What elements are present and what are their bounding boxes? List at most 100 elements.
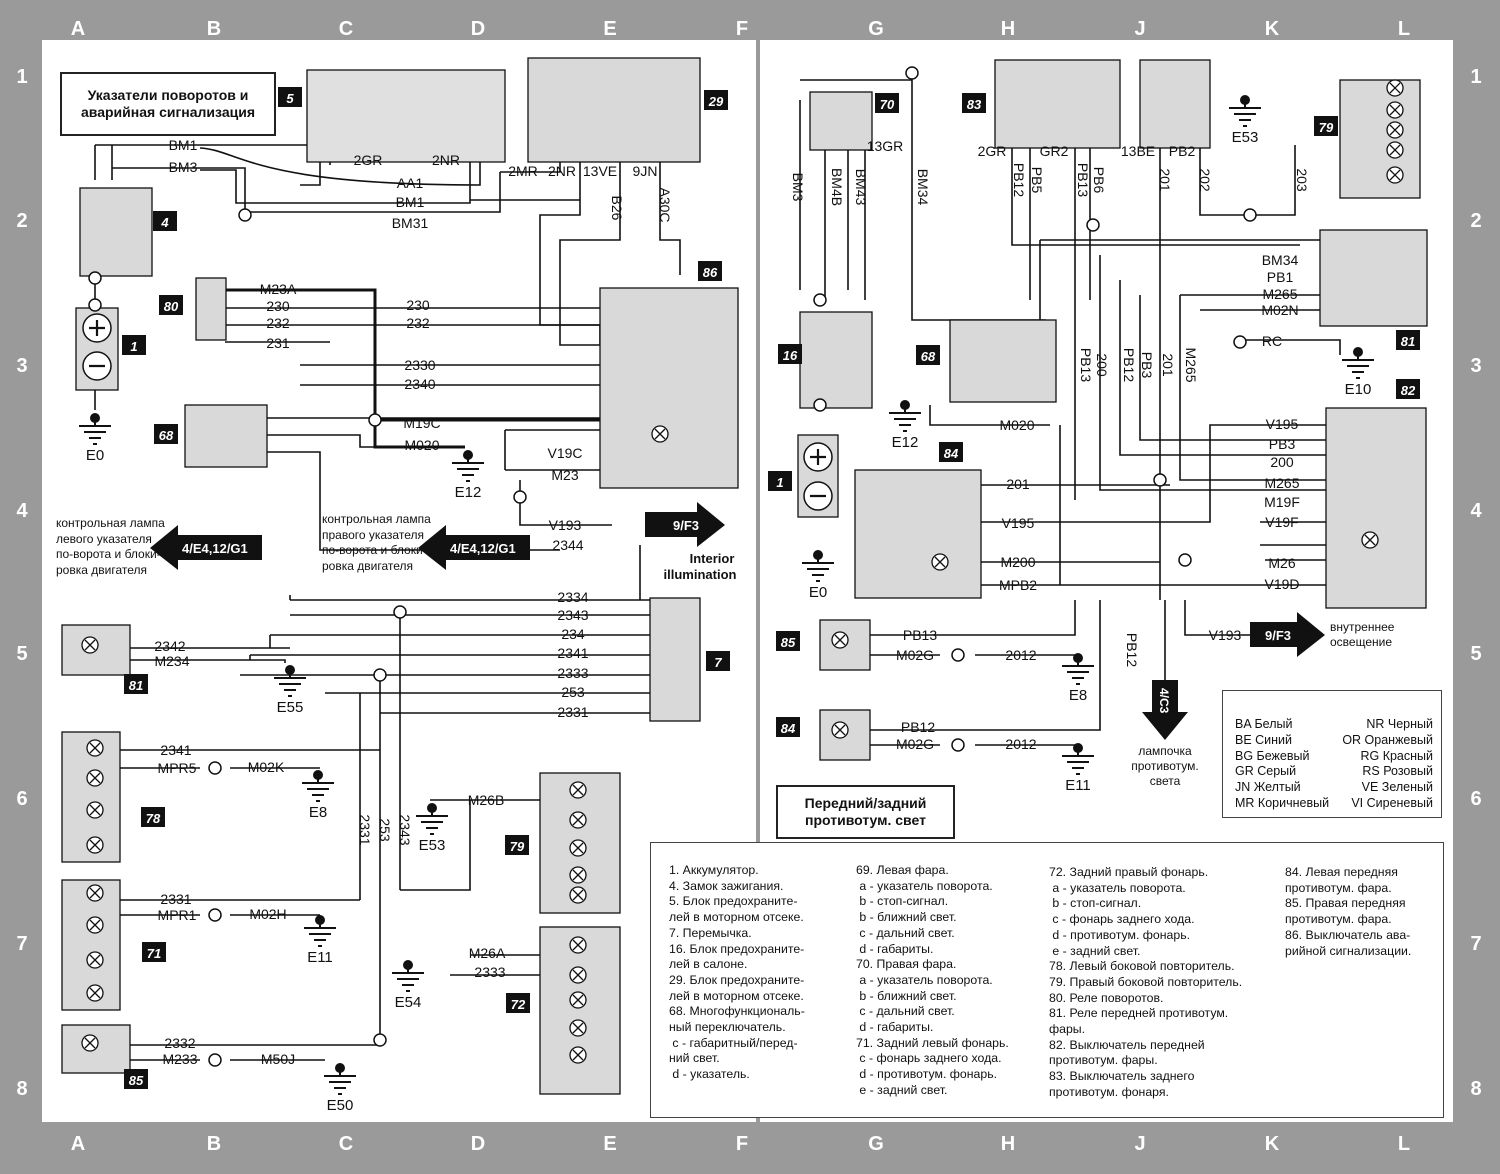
color-code: BE Синий (1235, 732, 1293, 747)
component-tag-box (122, 335, 146, 355)
wire-label: M265 (1183, 347, 1199, 382)
lamp-filament (89, 839, 101, 851)
wire-label: 2330 (404, 357, 435, 373)
component-tag-box (768, 471, 792, 491)
ground-node (90, 413, 100, 423)
wire-label: BM3 (169, 159, 198, 175)
lamp-filament (572, 994, 584, 1006)
component-tag-78: 78 (146, 811, 161, 826)
ground-node (900, 400, 910, 410)
wire-label: M265 (1262, 286, 1297, 302)
wire-label: 2333 (557, 665, 588, 681)
ground-label: E0 (809, 584, 827, 601)
ground-node (1353, 347, 1363, 357)
component-tag-box (159, 295, 183, 315)
component-tag-5: 5 (286, 91, 294, 106)
lamp-filament (572, 939, 584, 951)
ref-tag-1: 4/E4,12/G1 (182, 541, 248, 556)
wire-label: M19F (1264, 494, 1300, 510)
wire-label: 232 (266, 315, 290, 331)
component-tag-box (875, 93, 899, 113)
component-tag-1: 1 (130, 339, 137, 354)
wire-label: V193 (1209, 627, 1242, 643)
lamp-filament (1389, 124, 1401, 136)
component-tag-box (698, 261, 722, 281)
wire-label: MPR1 (158, 907, 197, 923)
lamp-symbols (81, 79, 1404, 1064)
wire-label: PB5 (1029, 167, 1045, 194)
ground-label: E53 (1232, 129, 1259, 146)
component-tag-7: 7 (714, 655, 722, 670)
lamp-filament (572, 814, 584, 826)
ground-node (1240, 95, 1250, 105)
component-tag-box (153, 211, 177, 231)
wire-label: AA1 (397, 175, 424, 191)
color-code: MR Коричневый (1235, 795, 1330, 810)
wire-label: 201 (1157, 168, 1173, 192)
ref-arrows (150, 502, 1325, 740)
border-col-G: G (868, 18, 884, 40)
border-col-E: E (603, 18, 616, 40)
wire-label: 201 (1006, 476, 1030, 492)
lamp-filament (89, 987, 101, 999)
component-tag-box (916, 345, 940, 365)
color-code: BA Белый (1235, 717, 1293, 731)
component-tag-71: 71 (147, 946, 161, 961)
component-tag-box (142, 942, 166, 962)
wire-label: 2GR (354, 152, 383, 168)
right-lamp-ref: контрольная лампа правого указателя по-в… (322, 512, 431, 573)
wire-label: 2331 (357, 814, 373, 845)
ground-label: E10 (1345, 381, 1372, 398)
border-row-2: 2 (16, 210, 27, 232)
border-row-7: 7 (16, 933, 27, 955)
wire-label: M26A (469, 945, 506, 961)
border-col-E: E (603, 1133, 616, 1155)
component-tag-82: 82 (1401, 383, 1416, 398)
component-tag-box (962, 93, 986, 113)
component-tag-16: 16 (783, 348, 798, 363)
wire-label: PB12 (1124, 633, 1140, 667)
wire-label: 13BE (1121, 143, 1155, 159)
border-col-H: H (1001, 1133, 1015, 1155)
component-tag-box (141, 807, 165, 827)
border-row-8: 8 (16, 1078, 27, 1100)
wire-label: PB3 (1139, 352, 1155, 379)
wire-label: 2331 (160, 891, 191, 907)
border-col-G: G (868, 1133, 884, 1155)
wire-label: PB6 (1091, 167, 1107, 194)
wire-label: V19F (1265, 514, 1298, 530)
lamp-filament (1364, 534, 1376, 546)
wire-label: M020 (999, 417, 1034, 433)
component-tag-68: 68 (159, 428, 174, 443)
wire-label: V193 (549, 517, 582, 533)
lamp-filament (572, 869, 584, 881)
border-col-A: A (71, 18, 85, 40)
lamp-filament (1389, 104, 1401, 116)
lamp-filament (89, 742, 101, 754)
wire-label: PB12 (1121, 348, 1137, 382)
component-tag-81: 81 (129, 678, 143, 693)
wire-label: 200 (1270, 454, 1294, 470)
wire-label: BM1 (396, 194, 425, 210)
color-code: RG Красный (1360, 748, 1433, 763)
wire-label: MPB2 (999, 577, 1037, 593)
ground-label: E12 (455, 484, 482, 501)
wire-label: V195 (1002, 515, 1035, 531)
wire-label: 2343 (557, 607, 588, 623)
component-tag-box (278, 87, 302, 107)
wire-label: PB13 (1078, 348, 1094, 382)
ground-label: E0 (86, 447, 104, 464)
wire-label: 202 (1197, 168, 1213, 192)
color-code: BG Бежевый (1235, 748, 1310, 763)
ground-node (335, 1063, 345, 1073)
connector-circles (88, 66, 1257, 1067)
component-tag-68: 68 (921, 349, 936, 364)
wire-label: PB2 (1169, 143, 1196, 159)
component-tag-81: 81 (1401, 334, 1415, 349)
